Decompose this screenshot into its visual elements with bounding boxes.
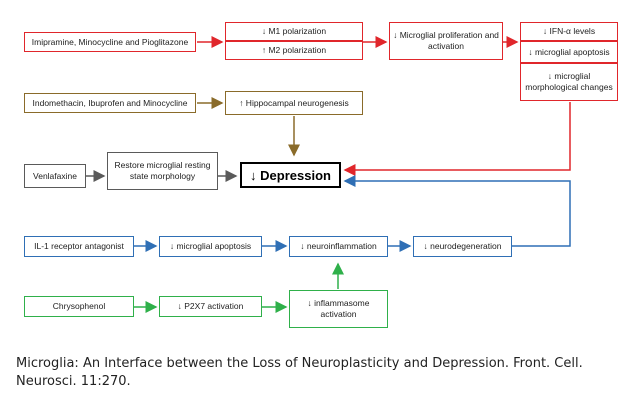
box-m2-polarization: ↑ M2 polarization [225, 41, 363, 60]
label-inflammasome: ↓ inflammasome activation [307, 298, 370, 319]
box-indomethacin-ibuprofen-minocycline: Indomethacin, Ibuprofen and Minocycline [24, 93, 196, 113]
label-morph: ↓ microglial morphological changes [525, 71, 613, 92]
box-microglial-proliferation: ↓ Microglial proliferation and activatio… [389, 22, 503, 60]
box-venlafaxine: Venlafaxine [24, 164, 86, 188]
label-il1: IL-1 receptor antagonist [34, 241, 124, 251]
label-venlafaxine: Venlafaxine [33, 170, 77, 181]
label-m1: ↓ M1 polarization [261, 26, 327, 36]
label-apoptosis-red: ↓ microglial apoptosis [528, 46, 610, 57]
label-m2: ↑ M2 polarization [261, 45, 327, 55]
box-hippocampal-neurogenesis: ↑ Hippocampal neurogenesis [225, 91, 363, 115]
box-chrysophenol: Chrysophenol [24, 296, 134, 317]
label-indomethacin: Indomethacin, Ibuprofen and Minocycline [32, 97, 188, 108]
arrow-neurodegeneration-to-depression [343, 175, 571, 247]
label-neuroinflammation: ↓ neuroinflammation [300, 241, 377, 251]
arrow-effects-to-depression [343, 102, 571, 176]
box-microglial-apoptosis-red: ↓ microglial apoptosis [520, 41, 618, 63]
box-m1-polarization: ↓ M1 polarization [225, 22, 363, 41]
box-neurodegeneration: ↓ neurodegeneration [413, 236, 512, 257]
label-apoptosis-blue: ↓ microglial apoptosis [169, 241, 252, 251]
label-microglial-proliferation: ↓ Microglial proliferation and activatio… [393, 30, 499, 51]
box-inflammasome-activation: ↓ inflammasome activation [289, 290, 388, 328]
label-chrysophenol: Chrysophenol [52, 301, 106, 311]
box-restore-resting-state: Restore microglial resting state morphol… [107, 152, 218, 190]
box-neuroinflammation: ↓ neuroinflammation [289, 236, 388, 257]
box-morphological-changes: ↓ microglial morphological changes [520, 63, 618, 101]
label-ifn: ↓ IFN-α levels [542, 26, 596, 36]
label-p2x7: ↓ P2X7 activation [177, 301, 244, 311]
box-p2x7-activation: ↓ P2X7 activation [159, 296, 262, 317]
box-ifn-alpha-levels: ↓ IFN-α levels [520, 22, 618, 41]
box-depression: ↓ Depression [240, 162, 341, 188]
label-neurogenesis: ↑ Hippocampal neurogenesis [239, 97, 349, 108]
box-microglial-apoptosis-blue: ↓ microglial apoptosis [159, 236, 262, 257]
label-restore: Restore microglial resting state morphol… [114, 160, 211, 181]
box-il1-receptor-antagonist: IL-1 receptor antagonist [24, 236, 134, 257]
label-depression: ↓ Depression [250, 167, 331, 183]
label-imipramine: Imipramine, Minocycline and Pioglitazone [31, 36, 189, 47]
figure-caption: Microglia: An Interface between the Loss… [16, 356, 583, 389]
box-imipramine-minocycline-pioglitazone: Imipramine, Minocycline and Pioglitazone [24, 32, 196, 52]
label-neurodegeneration: ↓ neurodegeneration [423, 241, 502, 251]
